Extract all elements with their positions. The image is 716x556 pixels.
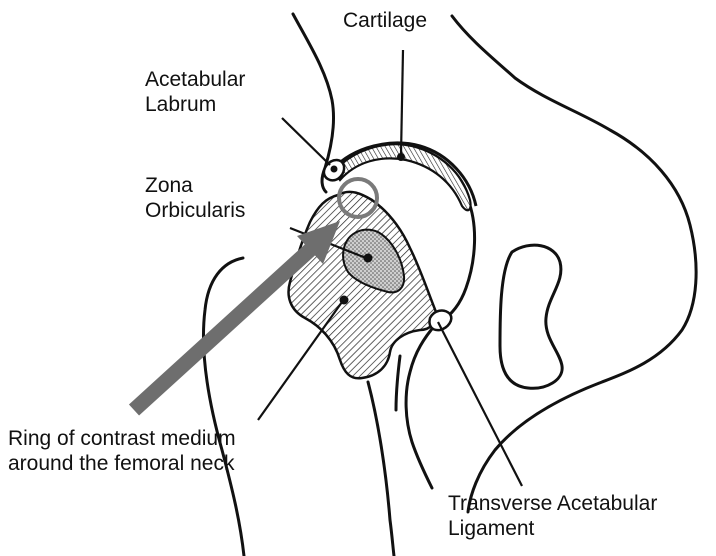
transverse-ligament-line-2: Ligament [448, 516, 657, 541]
transverse-leader [438, 322, 522, 486]
acetabular-labrum-line-2: Labrum [145, 92, 245, 117]
ring-of-contrast-line-1: Ring of contrast medium [8, 426, 236, 451]
acetabular-labrum-line-1: Acetabular [145, 67, 245, 92]
ring-of-contrast-line-2: around the femoral neck [8, 451, 236, 476]
acetabular-labrum-label: Acetabular Labrum [145, 67, 245, 117]
transverse-ligament-line-1: Transverse Acetabular [448, 491, 657, 516]
ring-of-contrast-label: Ring of contrast medium around the femor… [8, 426, 236, 476]
ring-leader [258, 302, 342, 420]
cartilage-label: Cartilage [343, 8, 427, 33]
joint-capsule [289, 192, 437, 378]
zona-orbicularis-label: Zona Orbicularis [145, 173, 245, 223]
obturator-foramen [500, 245, 562, 388]
cartilage-leader [401, 50, 403, 155]
transverse-ligament-label: Transverse Acetabular Ligament [448, 491, 657, 541]
acetabular-labrum-dot [331, 166, 338, 173]
zona-orbicularis-line-1: Zona [145, 173, 245, 198]
zona-orbicularis-line-2: Orbicularis [145, 198, 245, 223]
labrum-leader [282, 118, 330, 165]
